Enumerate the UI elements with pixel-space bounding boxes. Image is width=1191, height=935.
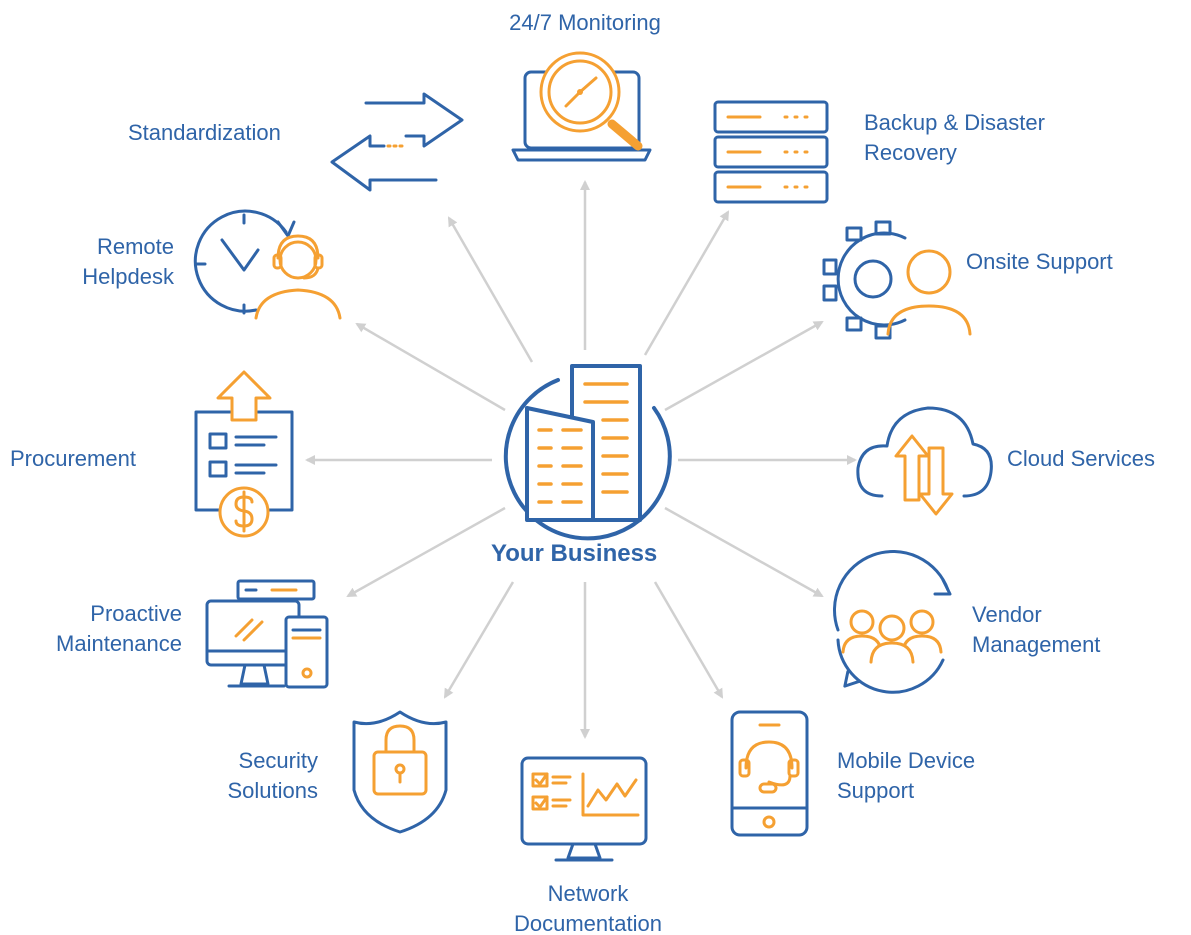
label-security: Security Solutions: [227, 748, 318, 803]
arrow-vendor: [664, 506, 824, 598]
label-backup: Backup & Disaster Recovery: [864, 110, 1045, 165]
clock-agent-icon: [193, 209, 342, 320]
arrow-helpdesk: [355, 322, 506, 412]
label-standardization: Standardization: [128, 120, 281, 145]
label-cloud: Cloud Services: [1007, 446, 1155, 471]
label-procurement: Procurement: [10, 446, 136, 471]
phone-headset-icon: [730, 710, 809, 837]
clipboard-dollar-icon: [194, 370, 294, 538]
monitor-checklist-icon: [520, 756, 648, 862]
server-rack-icon: [713, 100, 829, 204]
label-vendor: Vendor Management: [972, 602, 1101, 657]
buildings-icon: [503, 364, 672, 541]
arrow-maintenance: [346, 506, 506, 598]
label-monitoring: 24/7 Monitoring: [509, 10, 661, 35]
gear-person-icon: [822, 220, 972, 340]
arrow-standardization: [447, 216, 534, 363]
cloud-sync-icon: [856, 406, 993, 516]
label-helpdesk: Remote Helpdesk: [82, 234, 174, 289]
label-maintenance: Proactive Maintenance: [56, 601, 182, 656]
label-onsite: Onsite Support: [966, 249, 1113, 274]
arrow-backup: [643, 210, 730, 356]
arrow-security: [443, 581, 515, 699]
label-network: Network Documentation: [514, 881, 662, 935]
arrow-onsite: [664, 320, 824, 412]
connector-arrows: [305, 180, 857, 739]
label-mobile: Mobile Device Support: [837, 748, 976, 803]
group-cycle-icon: [832, 550, 952, 694]
center-label: Your Business: [491, 540, 658, 567]
arrow-mobile: [653, 581, 724, 699]
laptop-clock-magnifier-icon: [511, 51, 652, 162]
shield-lock-icon: [352, 710, 448, 834]
opposing-arrows-icon: [330, 92, 464, 192]
desktop-computer-icon: [205, 579, 329, 689]
